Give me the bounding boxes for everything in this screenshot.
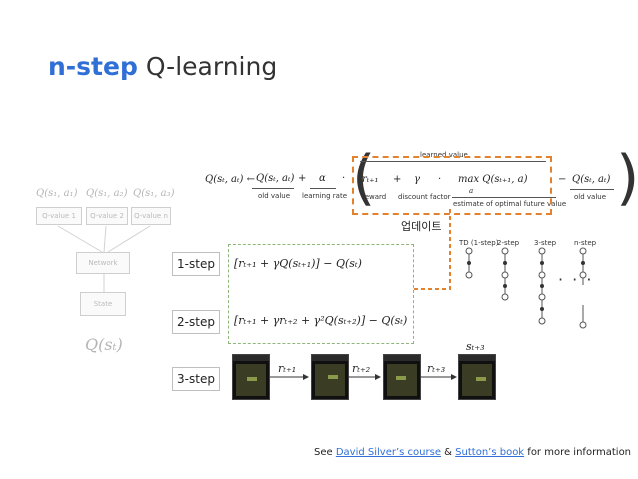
state-t3: sₜ₊₃	[466, 340, 485, 353]
gamma-label: discount factor	[398, 193, 451, 201]
backup-header-2step: 2-step	[497, 239, 520, 247]
formula-dot-2: ·	[438, 174, 442, 185]
slide-title: n-step Q-learning	[48, 52, 277, 81]
formula-reward: rₜ₊₁	[362, 174, 379, 185]
formula-max-sub: a	[469, 187, 474, 195]
reward-t1: rₜ₊₁	[278, 362, 297, 375]
game-frame-4	[458, 354, 496, 400]
footer-suffix: for more information	[527, 447, 632, 458]
network-connectors	[57, 225, 151, 292]
old-value-underbrace	[252, 188, 294, 189]
q-of-state: Q(sₜ)	[85, 335, 123, 354]
game-frame-2	[311, 354, 349, 400]
step-expr-1: [rₜ₊₁ + γQ(sₜ₊₁)] − Q(sₜ)	[234, 257, 362, 270]
q-label-1: Q(s₁, a₁)	[36, 188, 78, 199]
formula-lhs: Q(sₜ, aₜ) ←	[205, 174, 255, 185]
title-accent: n-step	[48, 52, 138, 81]
max-underbrace	[452, 197, 556, 198]
formula-plus-2: +	[393, 174, 402, 185]
alpha-label: learning rate	[302, 192, 348, 200]
state-box: State	[80, 292, 126, 316]
old-value-underbrace-2	[570, 189, 614, 190]
network-box: Network	[76, 252, 130, 274]
step-label-1: 1-step	[172, 252, 220, 276]
q-label-2: Q(s₁, a₂)	[86, 188, 128, 199]
sutton-book-link[interactable]: Sutton’s book	[455, 447, 525, 458]
formula-minus: −	[558, 174, 567, 185]
q-value-box-n: Q-value n	[131, 207, 171, 225]
reward-t2: rₜ₊₂	[352, 362, 371, 375]
update-label: 업데이트	[401, 220, 442, 233]
footer-prefix: See	[314, 447, 333, 458]
formula-plus: +	[298, 173, 307, 184]
backup-header-3step: 3-step	[534, 239, 557, 247]
q-label-3: Q(s₁, a₃)	[133, 188, 175, 199]
formula-gamma: γ	[414, 174, 420, 185]
step-label-3: 3-step	[172, 367, 220, 391]
step-expr-2: [rₜ₊₁ + γrₜ₊₂ + γ²Q(sₜ₊₂)] − Q(sₜ)	[234, 314, 408, 327]
game-frame-1	[232, 354, 270, 400]
david-silver-course-link[interactable]: David Silver’s course	[335, 447, 441, 458]
learned-value-label: learned value	[420, 151, 468, 159]
update-connector	[412, 209, 451, 290]
title-rest: Q-learning	[145, 52, 278, 81]
formula-max: max Q(sₜ₊₁, a)	[458, 174, 528, 185]
q-value-box-1: Q-value 1	[36, 207, 82, 225]
transition-arrows	[270, 374, 457, 380]
formula-dot: ·	[342, 173, 346, 184]
max-label: estimate of optimal future value	[453, 200, 567, 208]
alpha-underbrace	[310, 188, 336, 189]
reward-t3: rₜ₊₃	[427, 362, 446, 375]
q-value-box-2: Q-value 2	[86, 207, 128, 225]
footer-amp: &	[444, 447, 452, 458]
backup-header-nstep: n-step	[574, 239, 597, 247]
formula-close-paren: )	[616, 143, 638, 213]
backup-diagrams	[465, 247, 587, 329]
formula-old-value-2: Q(sₜ, aₜ)	[572, 174, 611, 185]
footer-note: See David Silver’s course & Sutton’s boo…	[314, 447, 631, 458]
step-expressions-box	[228, 244, 414, 344]
old-value-label-2: old value	[574, 193, 607, 201]
backup-ellipsis: · · ·	[558, 270, 594, 289]
learned-value-highlight	[352, 156, 552, 215]
reward-label: reward	[362, 193, 387, 201]
backup-header-td: TD (1-step)	[459, 239, 499, 247]
learned-value-overbrace	[360, 161, 546, 162]
formula-alpha: α	[319, 173, 326, 184]
game-frame-3	[383, 354, 421, 400]
formula-old-value: Q(sₜ, aₜ)	[256, 173, 295, 184]
step-label-2: 2-step	[172, 310, 220, 334]
formula-open-paren: (	[352, 143, 376, 213]
old-value-label: old value	[258, 192, 291, 200]
